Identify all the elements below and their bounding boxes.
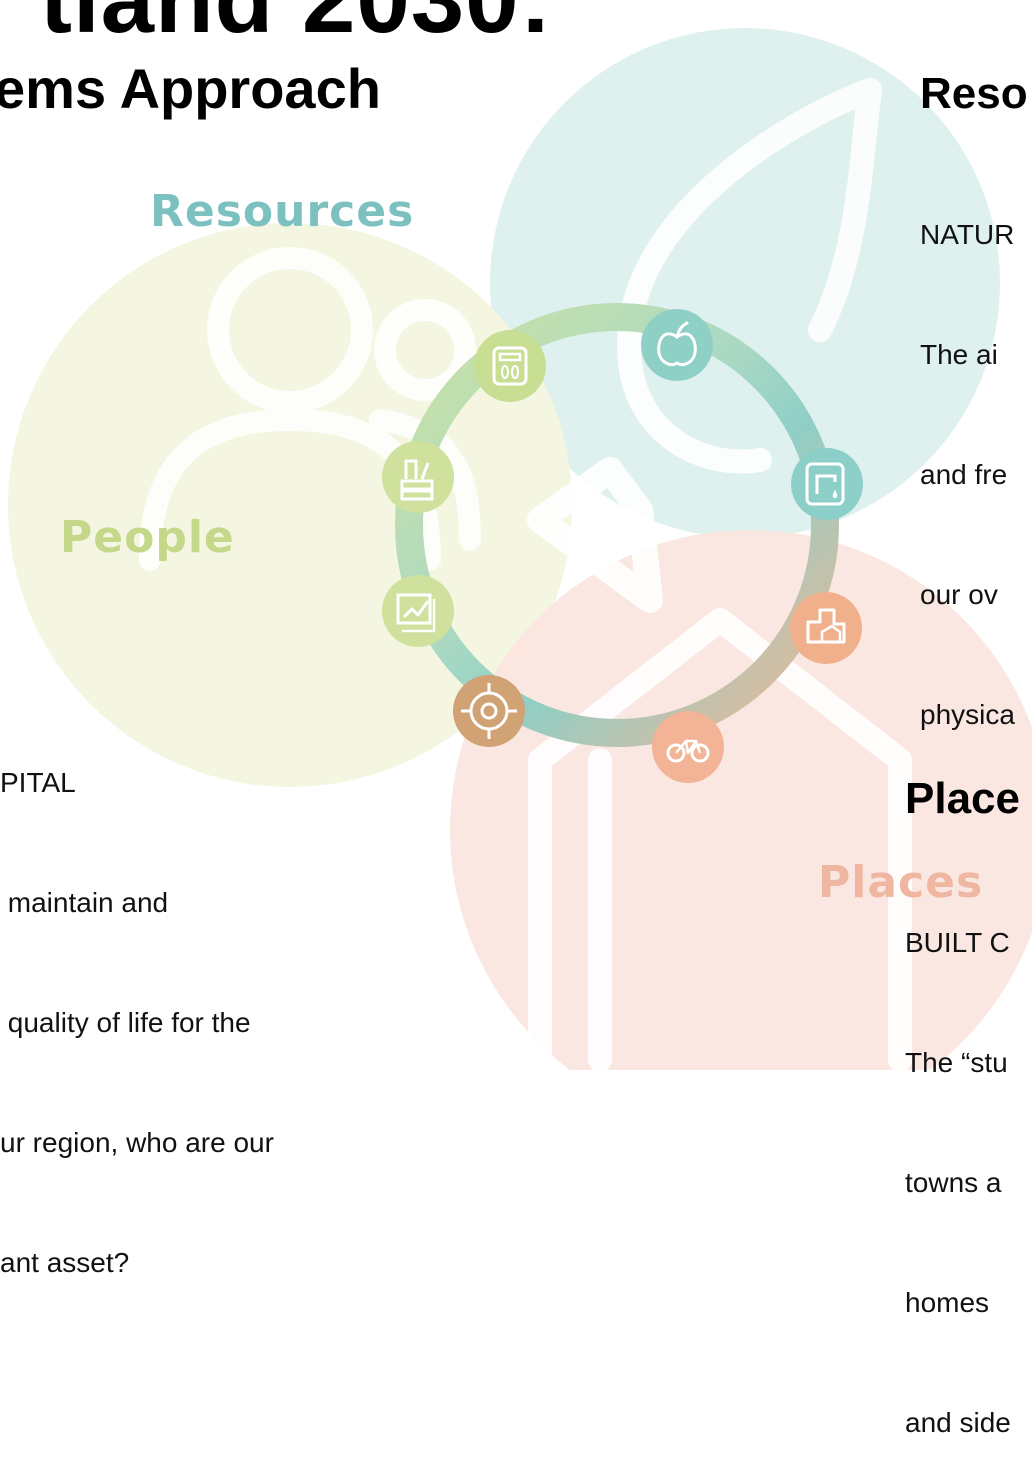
- places-heading: Place: [905, 774, 1020, 823]
- resources-text: NATUR The ai and fre our ov physica: [920, 135, 1015, 776]
- people-circle-label: People: [60, 512, 235, 563]
- roundabout-icon: [453, 675, 525, 747]
- scale-icon: [474, 330, 546, 402]
- places-house-outline: [528, 608, 912, 1070]
- people-line-4: ur region, who are our: [0, 1127, 274, 1159]
- page-title: tland 2030:: [40, 0, 553, 48]
- systems-diagram: [8, 28, 1032, 1070]
- faucet-icon: [791, 448, 863, 520]
- people-text: PITAL maintain and quality of life for t…: [0, 683, 274, 1324]
- people-line-5: ant asset?: [0, 1247, 130, 1279]
- buildings-icon: [790, 592, 862, 664]
- places-circle-label: Places: [818, 857, 984, 908]
- page-subtitle: ems Approach: [0, 57, 381, 120]
- places-line-2: The “stu: [905, 1047, 1008, 1079]
- resources-line-3: and fre: [920, 459, 1008, 491]
- resources-line-5: physica: [920, 699, 1015, 731]
- resources-line-2: The ai: [920, 339, 998, 371]
- places-line-3: towns a: [905, 1167, 1002, 1199]
- places-line-4: homes: [905, 1287, 997, 1319]
- people-line-3: quality of life for the: [0, 1007, 251, 1039]
- resources-circle-label: Resources: [150, 186, 415, 237]
- people-figure-outline: [139, 247, 481, 571]
- places-line-5: and side: [905, 1407, 1011, 1439]
- cycle-ring: [395, 303, 839, 747]
- places-text: BUILT C The “stu towns a homes and side: [905, 843, 1011, 1484]
- resources-line-1: NATUR: [920, 219, 1015, 251]
- books-icon: [382, 441, 454, 513]
- people-line-2: maintain and: [0, 887, 169, 919]
- people-line-1: PITAL: [0, 767, 76, 799]
- places-line-1: BUILT C: [905, 927, 1010, 959]
- center-arrow-outline: [527, 457, 663, 613]
- resources-line-4: our ov: [920, 579, 998, 611]
- apple-icon: [641, 309, 713, 381]
- resources-heading: Reso: [920, 69, 1028, 118]
- growth-chart-icon: [382, 575, 454, 647]
- bicycle-icon: [652, 711, 724, 783]
